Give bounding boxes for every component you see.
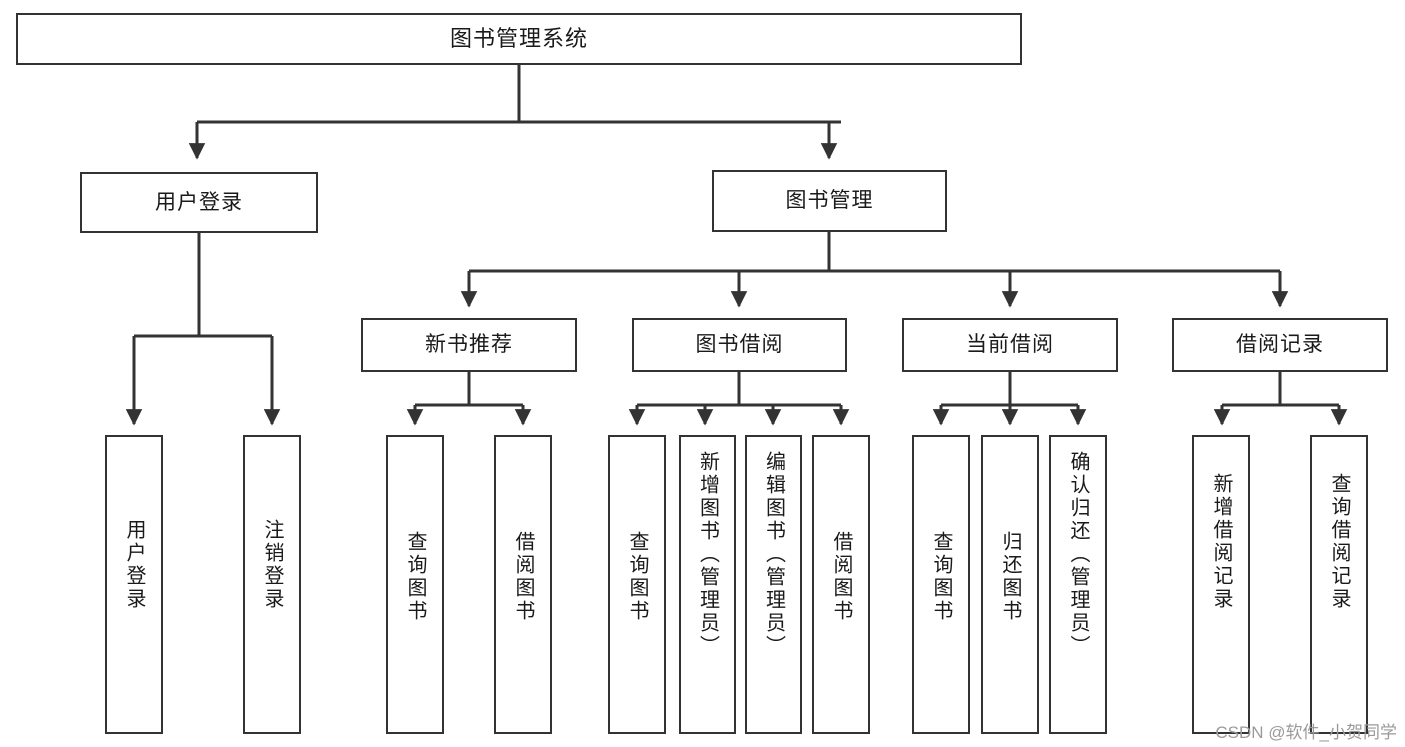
node-label: 借阅图书 bbox=[512, 531, 534, 623]
node-leaf-return-book[interactable]: 归还图书 bbox=[981, 435, 1039, 734]
node-borrow-record[interactable]: 借阅记录 bbox=[1172, 318, 1388, 372]
node-leaf-confirm-return-admin[interactable]: 确认归还（管理员） bbox=[1049, 435, 1107, 734]
node-leaf-edit-book-admin[interactable]: 编辑图书（管理员） bbox=[745, 435, 802, 734]
node-new-book-recommend[interactable]: 新书推荐 bbox=[361, 318, 577, 372]
node-book-manage[interactable]: 图书管理 bbox=[712, 170, 947, 232]
node-user-login[interactable]: 用户登录 bbox=[80, 172, 318, 233]
node-leaf-query-book-recommend[interactable]: 查询图书 bbox=[386, 435, 444, 734]
node-leaf-query-book-current[interactable]: 查询图书 bbox=[912, 435, 970, 734]
node-label: 新增图书（管理员） bbox=[696, 451, 719, 658]
node-leaf-query-borrow-record[interactable]: 查询借阅记录 bbox=[1310, 435, 1368, 734]
node-label: 图书借阅 bbox=[695, 333, 784, 357]
node-label: 归还图书 bbox=[999, 531, 1021, 623]
node-label: 当前借阅 bbox=[966, 333, 1054, 357]
node-label: 图书管理系统 bbox=[449, 25, 588, 51]
csdn-watermark: CSDN @软件_小贺同学 bbox=[1215, 723, 1397, 742]
node-leaf-query-book-borrow[interactable]: 查询图书 bbox=[608, 435, 666, 734]
node-label: 确认归还（管理员） bbox=[1067, 451, 1089, 658]
node-leaf-borrow-book-recommend[interactable]: 借阅图书 bbox=[494, 435, 552, 734]
node-leaf-user-login[interactable]: 用户登录 bbox=[105, 435, 163, 734]
node-label: 图书管理 bbox=[785, 189, 874, 213]
node-label: 借阅记录 bbox=[1236, 333, 1324, 357]
node-label: 查询图书 bbox=[930, 531, 952, 623]
node-label: 用户登录 bbox=[155, 190, 243, 214]
node-leaf-add-book-admin[interactable]: 新增图书（管理员） bbox=[679, 435, 736, 734]
node-leaf-borrow-book[interactable]: 借阅图书 bbox=[812, 435, 870, 734]
node-leaf-add-borrow-record[interactable]: 新增借阅记录 bbox=[1192, 435, 1250, 734]
node-label: 新书推荐 bbox=[425, 333, 513, 357]
node-label: 注销登录 bbox=[261, 519, 283, 611]
node-label: 新增借阅记录 bbox=[1210, 473, 1232, 611]
node-label: 借阅图书 bbox=[830, 531, 852, 623]
node-label: 用户登录 bbox=[123, 519, 145, 611]
node-leaf-logout-login[interactable]: 注销登录 bbox=[243, 435, 301, 734]
node-label: 编辑图书（管理员） bbox=[762, 451, 785, 658]
node-label: 查询借阅记录 bbox=[1328, 473, 1350, 611]
node-current-borrow[interactable]: 当前借阅 bbox=[902, 318, 1118, 372]
node-book-borrow[interactable]: 图书借阅 bbox=[632, 318, 847, 372]
node-label: 查询图书 bbox=[626, 531, 648, 623]
node-label: 查询图书 bbox=[404, 531, 426, 623]
node-root-book-management-system[interactable]: 图书管理系统 bbox=[16, 13, 1022, 65]
